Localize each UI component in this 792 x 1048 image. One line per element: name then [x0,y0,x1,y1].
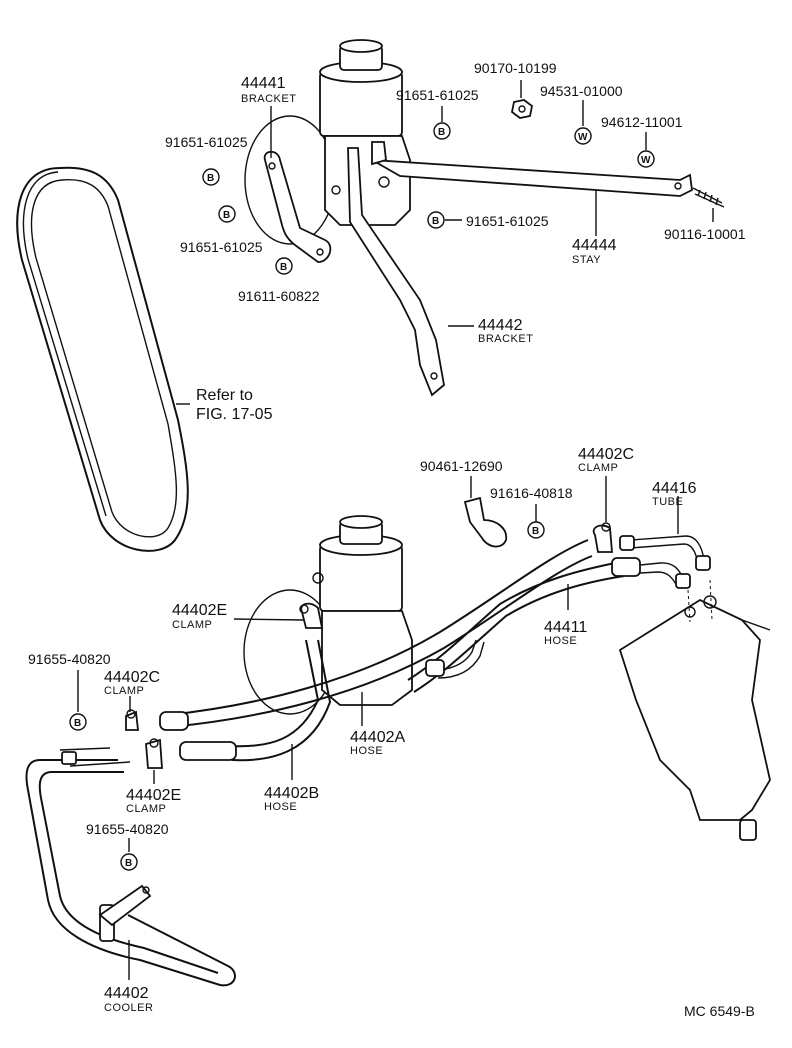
callout-44402-name: COOLER [104,1002,153,1014]
callout-91611: 91611-60822 [238,288,320,304]
svg-text:B: B [432,216,439,227]
upper-pump-assembly [244,39,725,397]
lower-pump-assembly [159,496,711,762]
svg-text:B: B [207,173,214,184]
marker-bolt-8: B [120,853,138,871]
marker-bolt-5: B [275,257,293,275]
steering-gear-box [618,579,771,841]
svg-text:W: W [578,132,588,143]
callout-44416-name: TUBE [652,496,683,508]
callout-91655-a: 91655-40820 [28,651,111,667]
svg-text:B: B [280,262,287,273]
callout-44402e-left-number: 44402E [126,787,181,804]
callout-94612: 94612-11001 [601,114,683,130]
callout-90170: 90170-10199 [474,60,557,76]
callout-44402c-left-name: CLAMP [104,685,144,697]
callout-44402e-top-name: CLAMP [172,619,212,631]
callout-44402a-number: 44402A [350,729,405,746]
callout-44441-name: BRACKET [241,93,296,105]
callout-91655-b: 91655-40820 [86,821,169,837]
callout-44402c-top-number: 44402C [578,446,634,463]
refer-note-line2: FIG. 17-05 [196,406,273,423]
marker-bolt-2: B [202,168,220,186]
callout-44444-name: STAY [572,254,601,266]
figure-code: MC 6549-B [684,1003,755,1019]
refer-note-line1: Refer to [196,387,253,404]
marker-bolt-3: B [218,205,236,223]
callout-44444-number: 44444 [572,237,617,254]
callout-44402e-top-number: 44402E [172,602,227,619]
oil-cooler [25,709,236,987]
svg-text:B: B [438,127,445,138]
svg-text:B: B [125,858,132,869]
svg-text:B: B [74,718,81,729]
marker-bolt-1: B [433,122,451,140]
svg-text:B: B [223,210,230,221]
callout-44441-number: 44441 [241,75,286,92]
leader-lines [77,80,714,980]
svg-text:B: B [532,526,539,537]
callout-44402b-name: HOSE [264,801,297,813]
svg-text:W: W [641,155,651,166]
callout-90116: 90116-10001 [664,226,746,242]
callout-44402a-name: HOSE [350,745,383,757]
callout-91651-d: 91651-61025 [466,213,549,229]
callout-44402b-number: 44402B [264,785,319,802]
callout-91616: 91616-40818 [490,485,573,501]
callout-44411-name: HOSE [544,635,577,647]
callout-44402c-left-number: 44402C [104,669,160,686]
callout-44402e-left-name: CLAMP [126,803,166,815]
callout-94531: 94531-01000 [540,83,623,99]
marker-bolt-4: B [427,211,445,229]
callout-44442-number: 44442 [478,317,523,334]
callout-91651-b: 91651-61025 [165,134,248,150]
callout-44411-number: 44411 [544,619,587,636]
callout-44402-number: 44402 [104,985,149,1002]
callout-44442-name: BRACKET [478,333,533,345]
callout-90461: 90461-12690 [420,458,503,474]
callout-44402c-top-name: CLAMP [578,462,618,474]
callout-91651-a: 91651-61025 [396,87,479,103]
drive-belt [16,166,189,552]
marker-bolt-7: B [69,713,87,731]
callout-44416-number: 44416 [652,480,697,497]
marker-washer-1: W [574,127,592,145]
marker-washer-2: W [637,150,655,168]
marker-bolt-6: B [527,521,545,539]
callout-91651-c: 91651-61025 [180,239,263,255]
